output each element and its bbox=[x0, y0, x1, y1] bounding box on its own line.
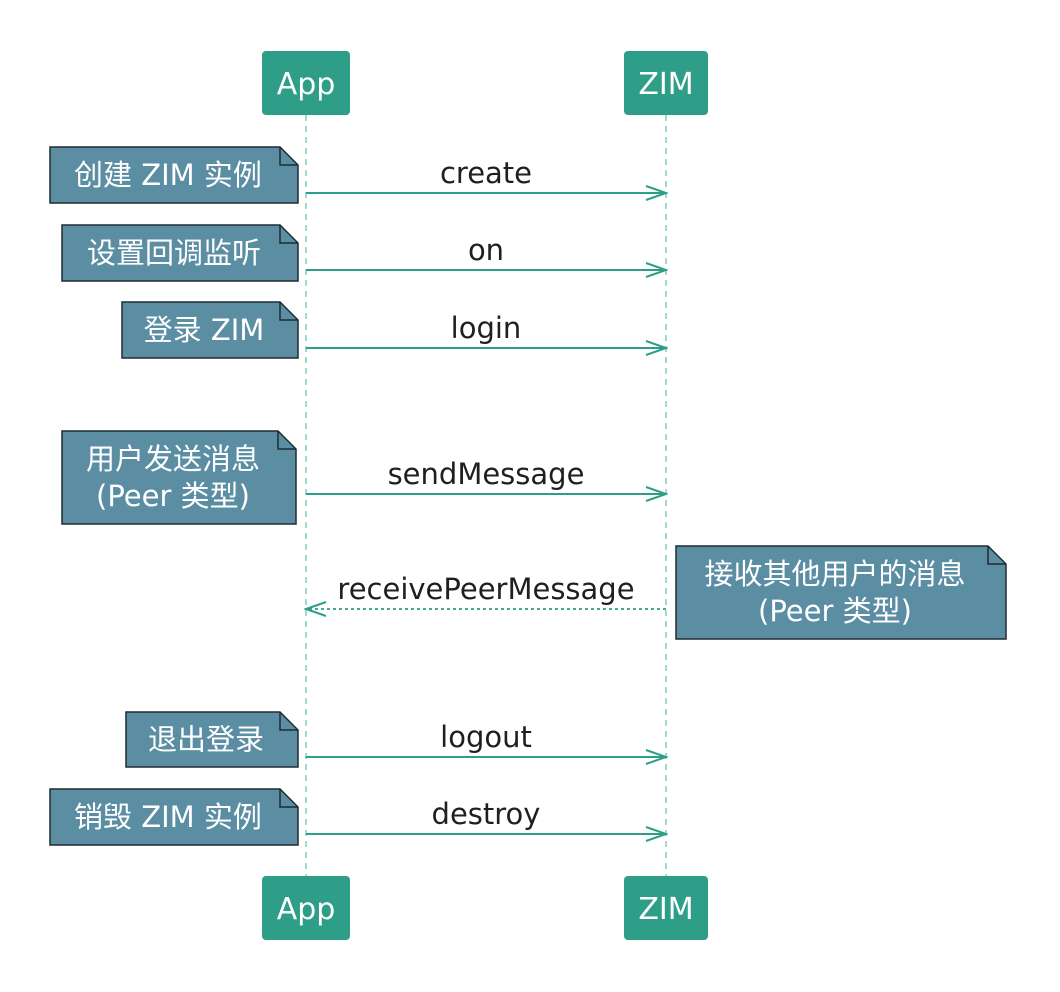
note-fold bbox=[987, 546, 1006, 565]
note-3: 登录 ZIM bbox=[121, 301, 299, 359]
participant-label: App bbox=[277, 892, 336, 927]
note-text: 创建 ZIM 实例 bbox=[74, 158, 262, 192]
note-box bbox=[61, 224, 299, 282]
participant-app-bottom: App bbox=[262, 876, 350, 940]
message-label: login bbox=[451, 311, 522, 345]
note-box bbox=[49, 146, 299, 204]
note-text: (Peer 类型) bbox=[758, 594, 912, 628]
note-box bbox=[675, 545, 1007, 640]
participant-label: App bbox=[277, 67, 336, 102]
message-logout: logout bbox=[306, 720, 666, 757]
message-label: create bbox=[440, 156, 532, 190]
note-text: 销毁 ZIM 实例 bbox=[74, 800, 262, 834]
note-fold bbox=[277, 431, 296, 450]
note-box bbox=[49, 788, 299, 846]
note-text: 设置回调监听 bbox=[87, 236, 261, 270]
note-fold bbox=[279, 225, 298, 244]
message-label: on bbox=[468, 233, 504, 267]
message-create: create bbox=[306, 156, 666, 193]
note-fold bbox=[279, 147, 298, 166]
note-box bbox=[121, 301, 299, 359]
note-text: 接收其他用户的消息 bbox=[704, 557, 965, 591]
note-4: 用户发送消息(Peer 类型) bbox=[61, 430, 297, 525]
note-6: 退出登录 bbox=[125, 711, 299, 768]
participant-app-top: App bbox=[262, 51, 350, 115]
message-label: sendMessage bbox=[388, 457, 585, 491]
messages: create on login sendMessage receivePeerMessa… bbox=[306, 156, 666, 834]
note-5: 接收其他用户的消息(Peer 类型) bbox=[675, 545, 1007, 640]
note-box bbox=[61, 430, 297, 525]
message-label: receivePeerMessage bbox=[337, 572, 634, 606]
note-fold bbox=[279, 789, 298, 808]
message-login: login bbox=[306, 311, 666, 348]
participant-label: ZIM bbox=[638, 67, 693, 102]
message-receivePeerMessage: receivePeerMessage bbox=[306, 572, 666, 609]
message-on: on bbox=[306, 233, 666, 270]
note-fold bbox=[279, 302, 298, 321]
participant-zim-top: ZIM bbox=[624, 51, 708, 115]
message-label: destroy bbox=[432, 797, 541, 831]
lifelines bbox=[305, 115, 667, 876]
participant-box bbox=[624, 51, 708, 115]
message-destroy: destroy bbox=[306, 797, 666, 834]
note-fold bbox=[279, 712, 298, 731]
participant-box bbox=[262, 51, 350, 115]
note-7: 销毁 ZIM 实例 bbox=[49, 788, 299, 846]
note-text: 登录 ZIM bbox=[144, 313, 265, 347]
note-text: 用户发送消息 bbox=[86, 442, 260, 476]
note-1: 创建 ZIM 实例 bbox=[49, 146, 299, 204]
participant-box bbox=[624, 876, 708, 940]
note-text: (Peer 类型) bbox=[96, 479, 250, 513]
note-2: 设置回调监听 bbox=[61, 224, 299, 282]
message-sendMessage: sendMessage bbox=[306, 457, 666, 494]
note-box bbox=[125, 711, 299, 768]
message-label: logout bbox=[440, 720, 532, 754]
note-text: 退出登录 bbox=[148, 723, 264, 757]
participant-box bbox=[262, 876, 350, 940]
participant-label: ZIM bbox=[638, 892, 693, 927]
participant-zim-bottom: ZIM bbox=[624, 876, 708, 940]
